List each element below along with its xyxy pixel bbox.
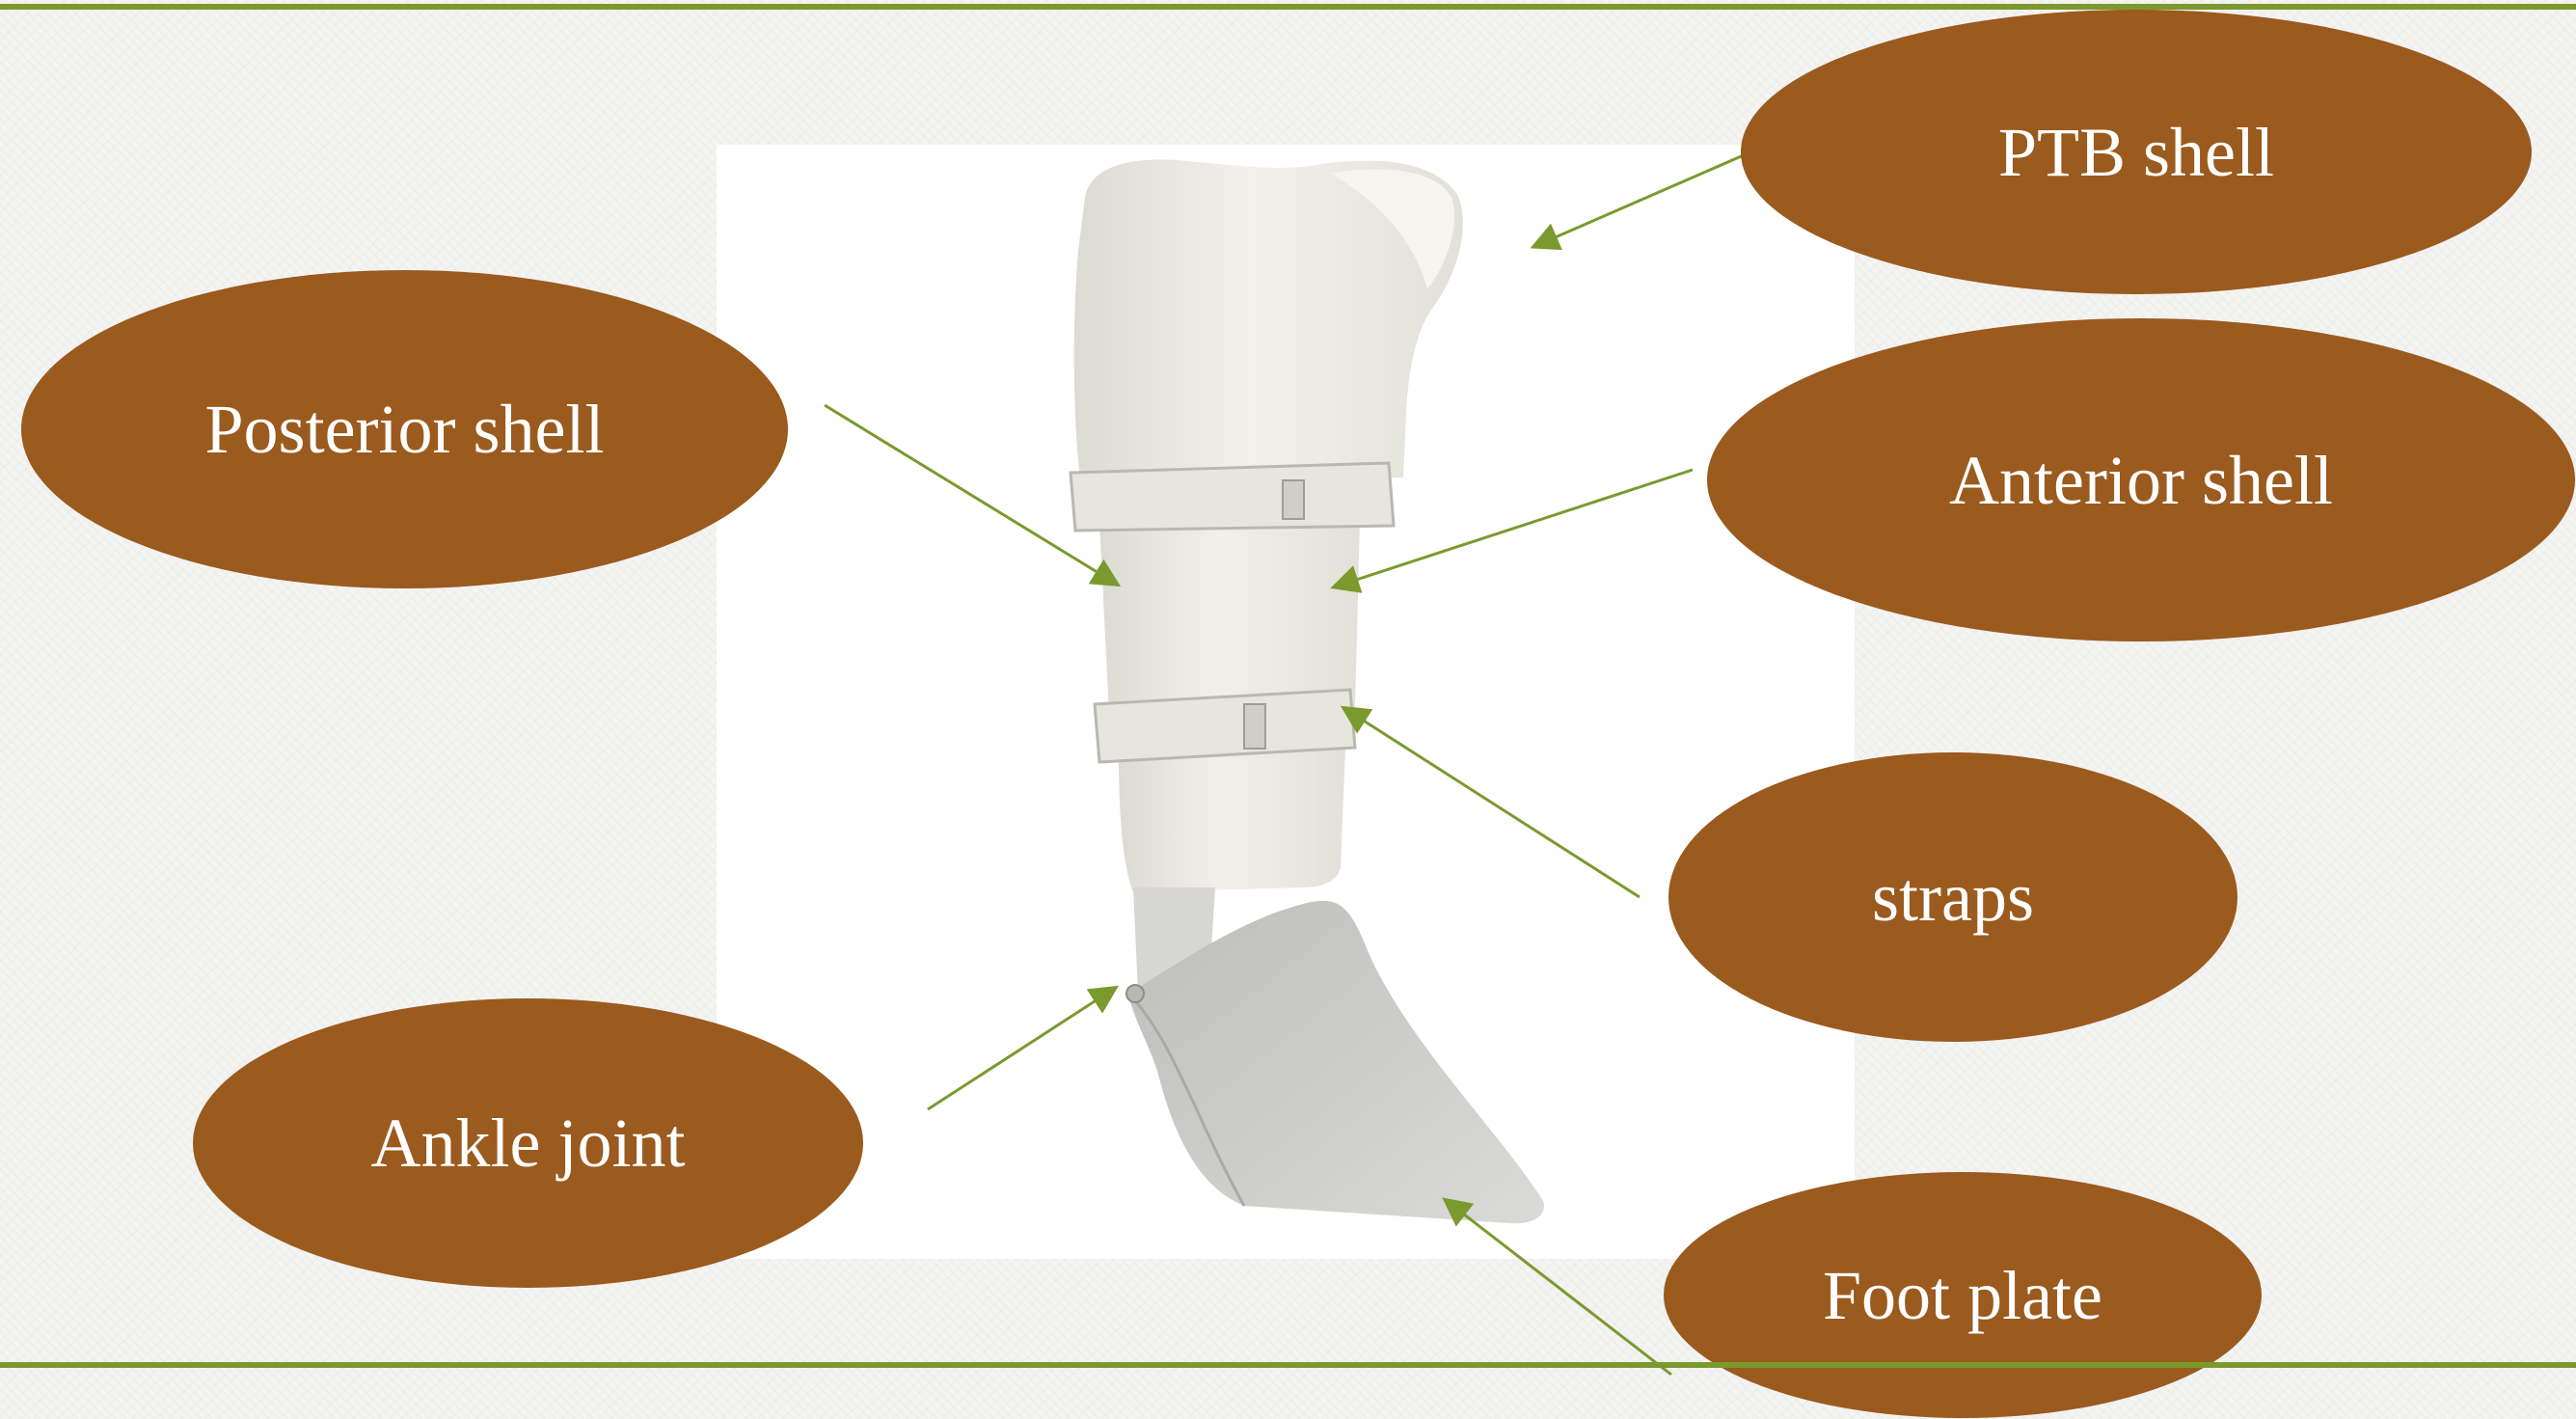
lower-strap-shape	[1095, 690, 1355, 762]
callout-anterior-shell-label: Anterior shell	[1949, 446, 2333, 515]
arrow-foot-plate	[1447, 1201, 1671, 1375]
callout-foot-plate-label: Foot plate	[1823, 1261, 2102, 1330]
callout-posterior-shell-label: Posterior shell	[205, 395, 605, 464]
callout-ankle-joint: Ankle joint	[193, 998, 863, 1288]
orthosis-illustration	[1071, 159, 1544, 1223]
callout-foot-plate: Foot plate	[1664, 1172, 2262, 1418]
mid-shell-shape	[1099, 521, 1360, 714]
arrow-ankle-joint	[928, 989, 1114, 1109]
arrow-straps	[1345, 709, 1640, 897]
callout-anterior-shell: Anterior shell	[1707, 318, 2575, 641]
upper-buckle	[1283, 480, 1304, 519]
callout-ptb-shell: PTB shell	[1741, 10, 2532, 294]
callout-ankle-joint-label: Ankle joint	[371, 1108, 686, 1178]
lower-buckle	[1244, 704, 1265, 749]
ankle-joint-rivet	[1126, 985, 1144, 1002]
callout-ptb-shell-label: PTB shell	[1998, 118, 2274, 187]
lower-shell-shape	[1119, 748, 1345, 892]
bottom-rule	[0, 1362, 2576, 1368]
callout-straps: straps	[1668, 752, 2237, 1042]
upper-strap-shape	[1071, 463, 1394, 531]
arrow-ptb-shell	[1535, 154, 1746, 246]
callout-straps-label: straps	[1872, 862, 2034, 932]
callout-posterior-shell: Posterior shell	[21, 270, 788, 588]
